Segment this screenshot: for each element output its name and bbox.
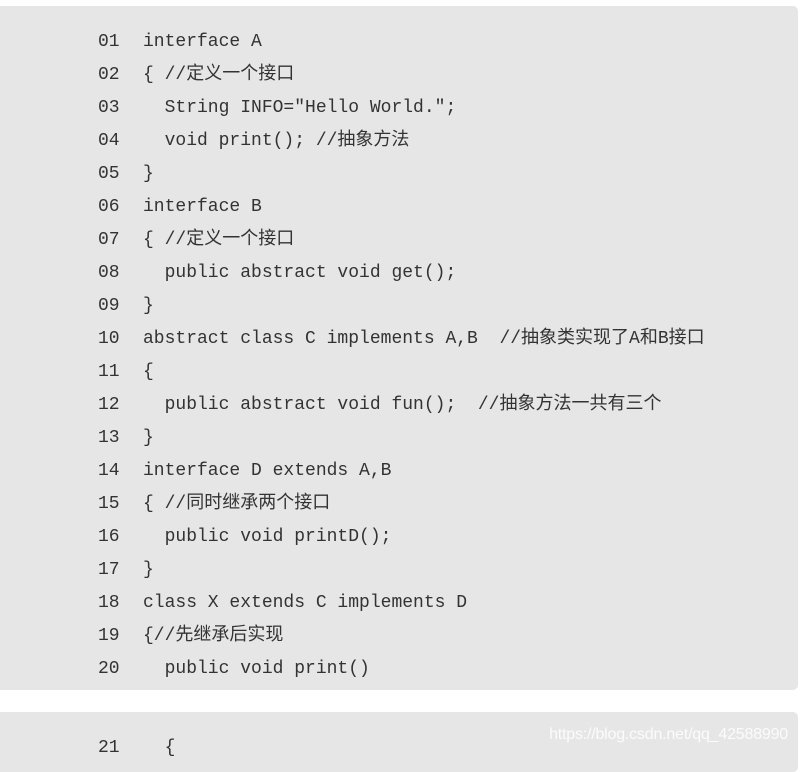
line-code: public void print(): [143, 659, 370, 679]
line-code: }: [143, 164, 154, 184]
code-line: 02 { //定义一个接口: [0, 59, 798, 92]
line-code: void print(); //抽象方法: [143, 131, 410, 151]
line-code: {: [143, 362, 154, 382]
line-code: }: [143, 296, 154, 316]
code-line: 01 interface A: [0, 26, 798, 59]
code-line: 14 interface D extends A,B: [0, 455, 798, 488]
code-line: 17}: [0, 554, 798, 587]
line-code: interface A: [143, 32, 262, 52]
line-number: 17: [98, 560, 120, 580]
line-number: 11: [98, 362, 120, 382]
line-code: String INFO="Hello World.";: [143, 98, 457, 118]
line-number: 03: [98, 98, 120, 118]
code-line: 18 class X extends C implements D: [0, 587, 798, 620]
line-code: { //同时继承两个接口: [143, 494, 331, 514]
code-line: 13}: [0, 422, 798, 455]
code-line: 04 void print(); //抽象方法: [0, 125, 798, 158]
line-number: 21: [98, 738, 120, 758]
code-line: 08 public abstract void get();: [0, 257, 798, 290]
code-line: 10 abstract class C implements A,B //抽象类实…: [0, 323, 798, 356]
line-number: 06: [98, 197, 120, 217]
line-number: 19: [98, 626, 120, 646]
line-number: 16: [98, 527, 120, 547]
line-number: 10: [98, 329, 120, 349]
code-block-2: 21 { https://blog.csdn.net/qq_42588990: [0, 712, 798, 772]
line-number: 01: [98, 32, 120, 52]
line-number: 08: [98, 263, 120, 283]
line-code: }: [143, 560, 154, 580]
code-line: 06 interface B: [0, 191, 798, 224]
line-code: public void printD();: [143, 527, 392, 547]
line-code: public abstract void fun(); //抽象方法一共有三个: [143, 395, 662, 415]
line-code: {//先继承后实现: [143, 626, 284, 646]
line-number: 14: [98, 461, 120, 481]
line-code: class X extends C implements D: [143, 593, 468, 613]
code-line: 03 String INFO="Hello World.";: [0, 92, 798, 125]
line-number: 20: [98, 659, 120, 679]
line-number: 02: [98, 65, 120, 85]
line-number: 15: [98, 494, 120, 514]
line-code: interface B: [143, 197, 262, 217]
code-line: 20 public void print(): [0, 653, 798, 686]
line-number: 07: [98, 230, 120, 250]
code-line: 16 public void printD();: [0, 521, 798, 554]
line-number: 13: [98, 428, 120, 448]
code-block-1: 01 interface A 02 { //定义一个接口 03 String INF…: [0, 6, 798, 690]
code-line: 21 {: [0, 732, 798, 765]
code-line: 07 { //定义一个接口: [0, 224, 798, 257]
line-code: }: [143, 428, 154, 448]
code-line: 15 { //同时继承两个接口: [0, 488, 798, 521]
line-code: { //定义一个接口: [143, 230, 295, 250]
line-code: { //定义一个接口: [143, 65, 295, 85]
watermark: https://blog.csdn.net/qq_42588990: [549, 726, 788, 743]
line-number: 09: [98, 296, 120, 316]
line-number: 18: [98, 593, 120, 613]
line-code: interface D extends A,B: [143, 461, 392, 481]
line-number: 05: [98, 164, 120, 184]
code-line: 11 {: [0, 356, 798, 389]
code-line: 19 {//先继承后实现: [0, 620, 798, 653]
line-code: {: [143, 738, 176, 758]
line-code: public abstract void get();: [143, 263, 457, 283]
code-line: 05}: [0, 158, 798, 191]
line-number: 12: [98, 395, 120, 415]
line-number: 04: [98, 131, 120, 151]
code-line: 12 public abstract void fun(); //抽象方法一共有…: [0, 389, 798, 422]
line-code: abstract class C implements A,B //抽象类实现了…: [143, 329, 705, 349]
code-line: 09}: [0, 290, 798, 323]
